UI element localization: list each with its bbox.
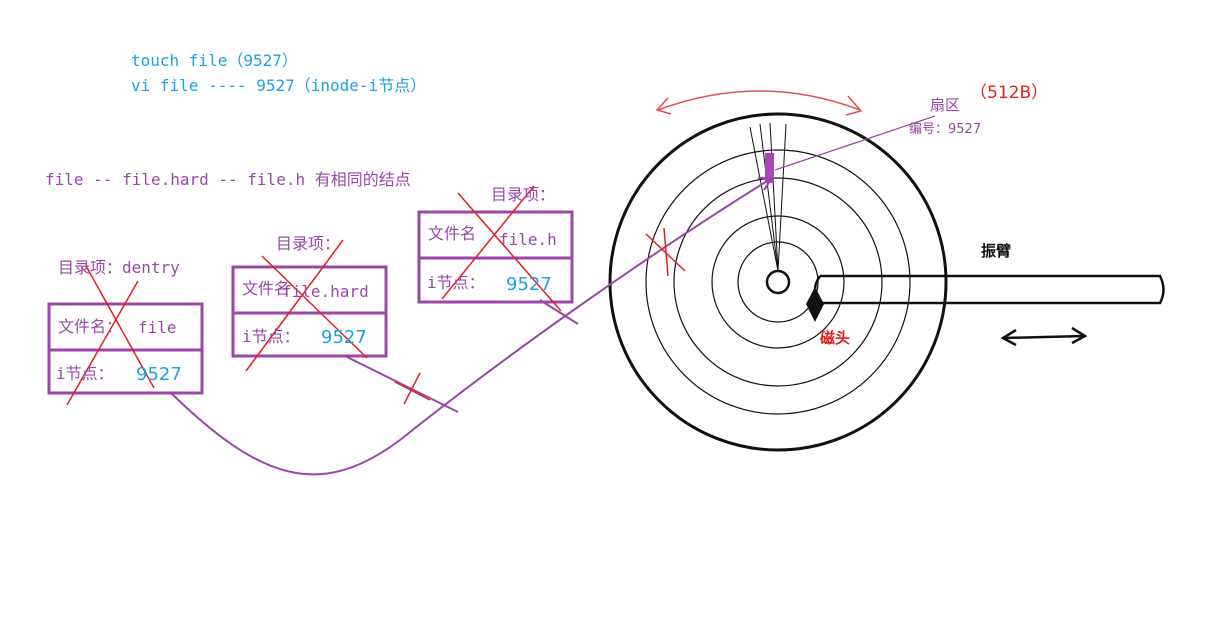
sector-size-label: （512B） xyxy=(970,83,1049,103)
cross-disk-b xyxy=(663,227,669,277)
cross-entry-2-a xyxy=(261,255,368,359)
arm-label: 振臂 xyxy=(981,242,1012,260)
note-vi-command: vi file ---- 9527（inode-i节点） xyxy=(131,76,427,95)
spindle xyxy=(765,269,791,295)
note-touch-command: touch file（9527） xyxy=(131,51,298,70)
cross-link-b xyxy=(403,372,421,405)
entry-1-inode-value: 9527 xyxy=(136,364,182,385)
entry-3-name-value: file.h xyxy=(499,230,557,249)
sector-pointer-line xyxy=(774,115,936,171)
track-3 xyxy=(673,177,883,387)
entry-3-inode-label: i节点： xyxy=(427,273,485,292)
entry-2-name-label: 文件名 xyxy=(242,279,291,298)
read-write-head xyxy=(806,287,824,322)
entry-box-2 xyxy=(231,265,388,358)
entry-1-name-label: 文件名： xyxy=(58,317,123,336)
arm-motion-arrow xyxy=(1000,326,1088,347)
entry-2-name-value: file.hard xyxy=(282,282,369,301)
entry-1-name-value: file xyxy=(138,318,177,337)
entry-2-inode-label: i节点： xyxy=(242,327,300,346)
entry-1-inode-label: i节点： xyxy=(56,364,114,383)
entry-2-heading: 目录项： xyxy=(276,234,341,253)
disk-outer-edge xyxy=(608,112,948,452)
cross-link-a xyxy=(394,381,431,401)
note-same-inode: file -- file.hard -- file.h 有相同的结点 xyxy=(45,170,411,189)
sector-wedge xyxy=(749,122,787,272)
track-1 xyxy=(737,241,819,323)
cross-entry-3-a xyxy=(457,192,562,312)
rotation-arrow xyxy=(655,90,863,116)
track-2 xyxy=(711,215,845,349)
sector-number-label: 编号：9527 xyxy=(909,122,982,137)
disk-platter xyxy=(608,112,948,452)
cross-entry-1-a xyxy=(85,265,155,389)
entry-3-heading: 目录项： xyxy=(491,185,556,204)
entry-1-heading: 目录项：dentry xyxy=(58,258,180,277)
entry-3-name-label: 文件名 xyxy=(428,224,477,243)
cross-entry-1-b xyxy=(66,280,139,406)
actuator-arm xyxy=(813,274,1165,305)
cross-entry-3-b xyxy=(441,185,535,300)
cross-entry-2-b xyxy=(245,239,344,372)
h-connector xyxy=(539,299,579,325)
cross-out-marks xyxy=(66,185,686,406)
hardlink-connector xyxy=(346,356,459,413)
entry-box-3 xyxy=(417,210,574,304)
sector-label: 扇区 xyxy=(930,96,961,114)
entry-2-inode-value: 9527 xyxy=(321,327,367,348)
entry-3-inode-value: 9527 xyxy=(506,274,552,295)
head-label: 磁头 xyxy=(820,329,851,347)
inode-link-curve xyxy=(169,177,774,476)
highlighted-sector xyxy=(765,153,774,183)
track-4 xyxy=(645,149,911,415)
